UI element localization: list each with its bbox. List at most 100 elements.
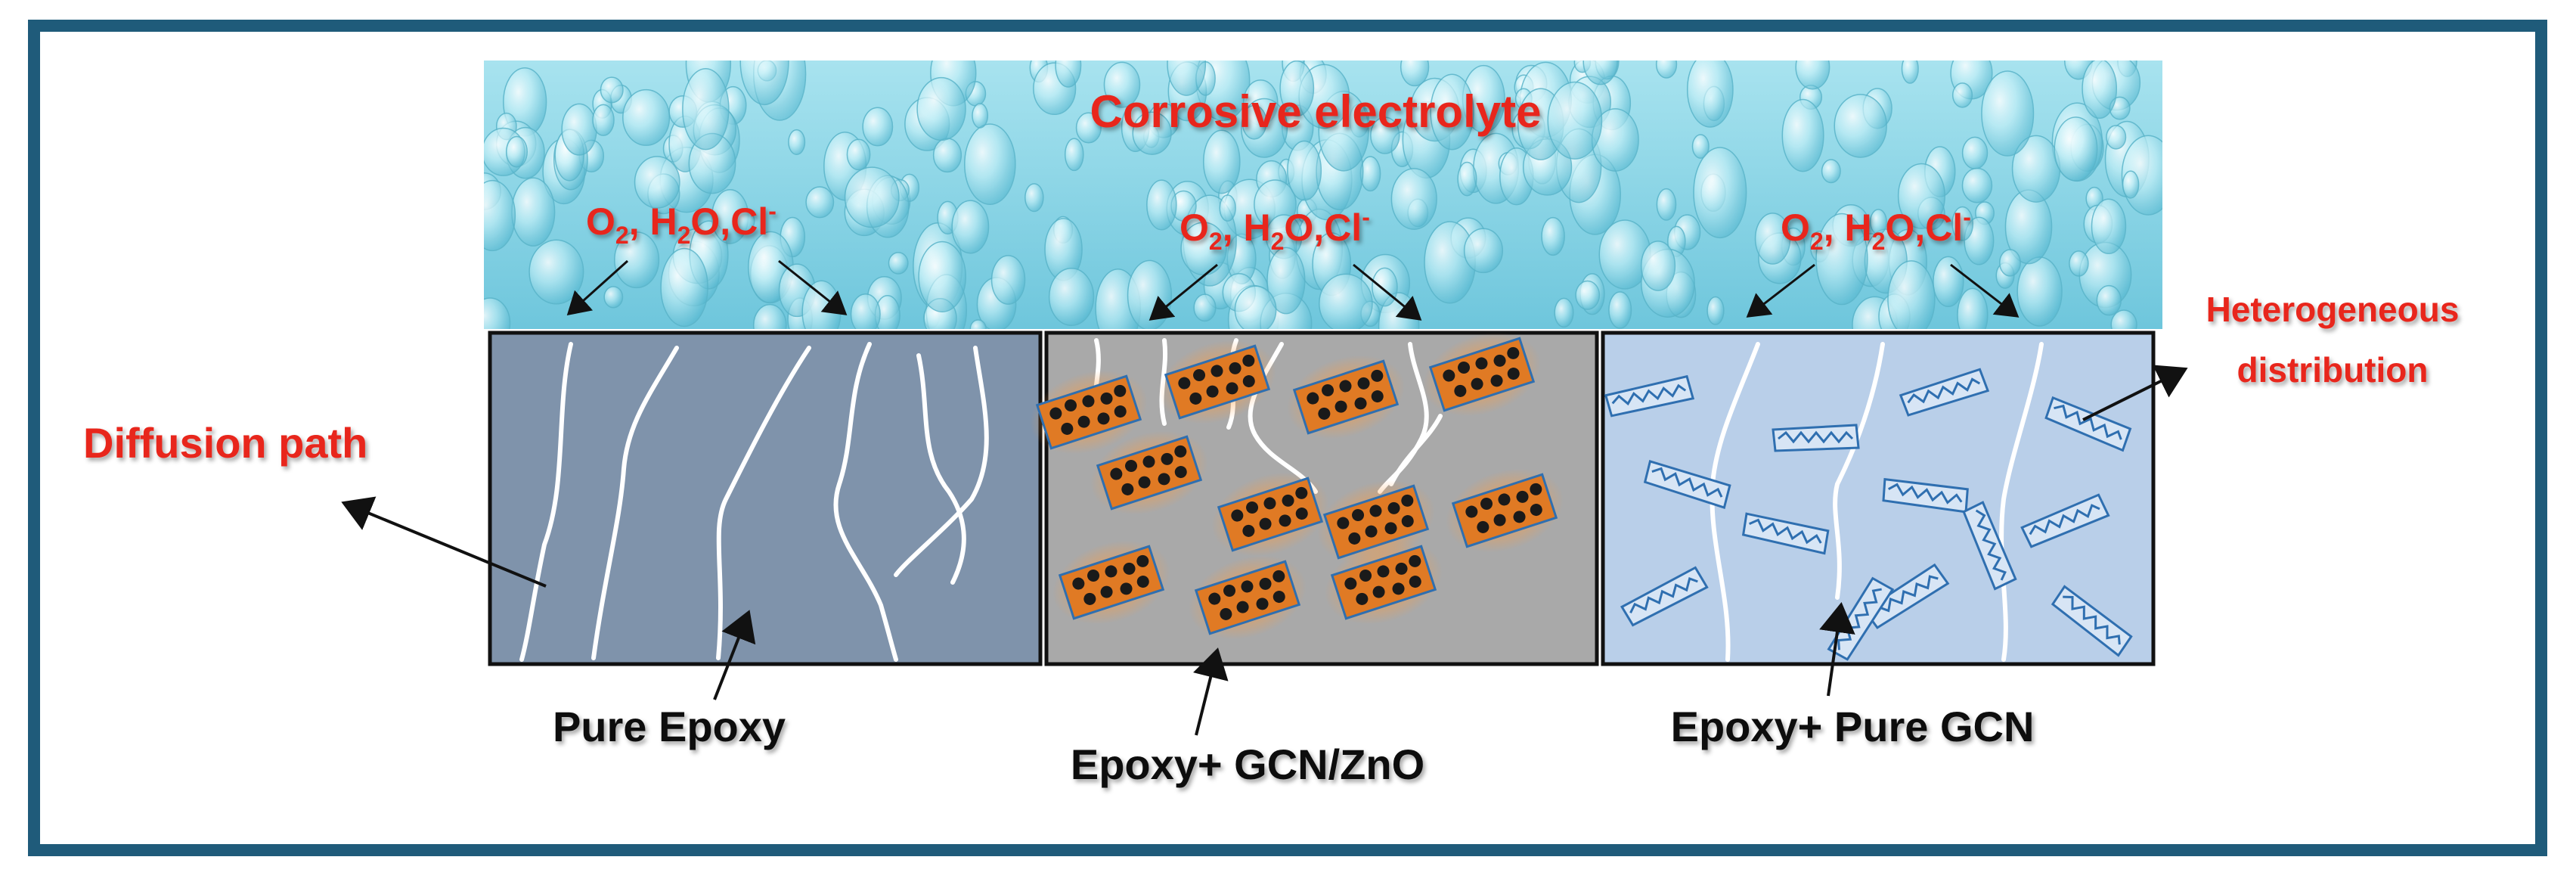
water-droplet — [1656, 188, 1677, 221]
water-droplet — [1287, 140, 1322, 201]
water-droplet — [862, 107, 894, 147]
species-arrows — [566, 259, 2020, 321]
water-droplet — [964, 123, 1016, 206]
gcn-sheet — [1741, 512, 1830, 555]
water-droplet — [788, 129, 806, 156]
water-droplet — [2016, 256, 2063, 327]
water-droplet — [1064, 138, 1084, 172]
electrolyte-title: Corrosive electrolyte — [1090, 86, 1542, 137]
gcn-sheet — [1620, 566, 1709, 627]
gcn-sheet — [1863, 563, 1950, 629]
water-droplet — [682, 68, 730, 151]
water-droplet — [1951, 82, 1973, 108]
water-droplet — [1795, 61, 1830, 90]
water-droplet — [1048, 268, 1095, 326]
electrolyte-region — [484, 61, 2162, 329]
gcn-zno-particle — [1446, 468, 1564, 553]
water-droplet — [739, 61, 789, 106]
water-droplet — [1781, 98, 1824, 172]
water-droplet — [1834, 94, 1887, 158]
water-droplet — [1055, 61, 1082, 88]
water-droplet — [969, 319, 987, 329]
water-droplet — [1608, 291, 1632, 329]
panel-epoxy-pure-gcn — [1601, 331, 2156, 666]
water-droplet — [1370, 116, 1400, 154]
water-droplet — [888, 251, 909, 275]
water-droplet — [1372, 267, 1398, 307]
water-droplet — [844, 166, 900, 228]
arrow-left-2 — [1149, 263, 1218, 321]
water-droplet — [805, 186, 835, 219]
water-droplet — [1463, 228, 1504, 274]
diffusion-path-label: Diffusion path — [83, 419, 367, 467]
panel-epoxy-gcn-zno — [1030, 331, 1599, 666]
gcn-zno-particle — [1325, 540, 1443, 625]
water-droplet — [484, 297, 511, 329]
panel-pure-epoxy — [488, 331, 1043, 666]
water-droplet — [1655, 61, 1678, 79]
svg-text:O2, H2O,Cl-: O2, H2O,Cl- — [1781, 203, 1971, 255]
arrow-right-1 — [778, 259, 848, 315]
water-droplet — [529, 239, 584, 305]
water-droplet — [2054, 116, 2098, 182]
gcn-sheet — [2044, 396, 2132, 452]
heterogeneous-arrow — [2082, 365, 2188, 421]
water-droplet — [1821, 159, 1841, 184]
water-droplet — [2069, 250, 2089, 277]
water-droplet — [603, 286, 624, 309]
water-droplet — [1167, 61, 1207, 96]
gcn-sheet — [2020, 493, 2110, 548]
water-droplet — [1219, 194, 1236, 222]
species-label-2: O2, H2O,Cl- — [1180, 203, 1370, 255]
arrow-pure-gcn — [1819, 602, 1855, 697]
panel-label-epoxy-gcn-zno: Epoxy+ GCN/ZnO — [1071, 740, 1424, 788]
water-droplet — [1242, 104, 1267, 140]
gcn-sheet — [1827, 576, 1895, 661]
water-droplet — [1706, 296, 1725, 325]
arrow-gcn-zno — [1192, 647, 1229, 736]
water-droplet — [1554, 297, 1574, 328]
water-droplet — [916, 76, 966, 141]
water-droplet — [622, 88, 671, 146]
water-droplet — [2110, 309, 2137, 329]
heterogeneous-label-line1: Heterogeneous — [2206, 290, 2460, 329]
water-droplet — [1869, 209, 1887, 235]
water-droplet — [2096, 284, 2122, 316]
water-droplet — [1815, 213, 1868, 306]
arrow-right-2 — [1353, 263, 1422, 321]
water-droplet — [1686, 61, 1734, 128]
water-droplet — [918, 241, 966, 312]
gcn-sheet — [2051, 585, 2133, 657]
water-droplet — [1998, 249, 2021, 277]
water-droplet — [1897, 163, 1945, 229]
water-droplet — [1575, 280, 1601, 310]
water-droplet — [592, 104, 615, 136]
water-droplet — [1640, 241, 1676, 291]
arrow-pure-epoxy — [713, 610, 756, 700]
water-droplet — [2091, 198, 2127, 255]
water-droplet — [1103, 61, 1141, 108]
arrow-right-3 — [1950, 263, 2020, 318]
gcn-sheet — [1962, 501, 2017, 591]
water-droplet — [613, 231, 660, 289]
water-droplet — [1754, 213, 1791, 265]
gcn-zno-particle — [1287, 355, 1405, 439]
water-droplet — [600, 76, 624, 104]
water-droplet — [660, 247, 708, 328]
water-droplet — [505, 135, 528, 168]
diffusion-path-arrow — [341, 496, 547, 588]
water-droplet — [2082, 61, 2118, 119]
water-droplet — [1961, 167, 1993, 203]
water-droplet — [1951, 206, 1974, 241]
water-droplet — [932, 138, 963, 173]
gcn-zno-particle — [1158, 340, 1276, 424]
gcn-zno-particle — [1189, 555, 1307, 640]
gcn-sheet — [1772, 424, 1860, 452]
water-droplet — [484, 179, 516, 252]
heterogeneous-label-line2: distribution — [2237, 350, 2429, 390]
water-droplet — [1390, 168, 1437, 230]
water-droplet — [1146, 179, 1177, 231]
water-droplet — [1279, 61, 1315, 117]
gcn-zno-particle — [1030, 370, 1148, 455]
